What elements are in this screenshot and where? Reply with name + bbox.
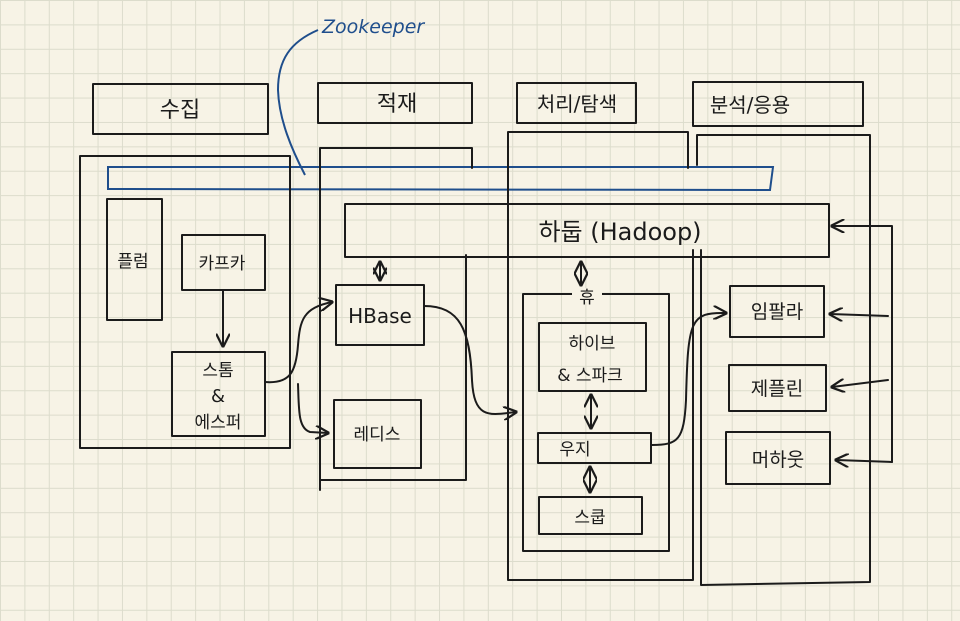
hadoop-box [344,203,830,258]
redis-label: 레디스 [354,425,401,445]
feedback-loop [835,225,893,463]
hadoop-label: 하둡 (Hadoop) [538,218,701,246]
storm-to-redis-arrow [297,383,328,433]
zeppelin-label: 제플린 [751,378,803,400]
header-collect-box [92,83,269,135]
hue-label: 휴 [579,288,595,308]
to-impala-arrow [830,314,889,316]
storm-amp: & [211,386,225,407]
spark-label: & 스파크 [557,366,623,386]
oozie-box [537,432,652,464]
header-analyze: 분석/응용 [710,93,790,117]
header-process: 처리/탐색 [537,92,617,116]
esper-label: 에스퍼 [195,413,242,433]
oozie-label: 우지 [559,440,590,460]
zeppelin-box [728,364,827,412]
hbase-box [335,284,425,346]
storm-to-hbase-arrow [264,302,332,384]
oozie-to-impala-arrow [651,313,726,446]
kafka-label: 카프카 [199,254,246,274]
loop-to-mahout-arrow [836,460,893,462]
mahout-box [725,431,831,485]
flume-box [106,198,163,321]
zookeeper-curve [276,29,319,176]
process-column [507,131,694,581]
header-store-box [317,82,473,124]
impala-box [729,285,825,338]
zookeeper-bar [107,166,775,192]
sqoop-label: 스쿱 [574,508,605,528]
hive-label: 하이브 [569,334,616,354]
to-zeppelin-arrow [832,380,889,387]
hbase-label: HBase [348,304,412,328]
header-analyze-box [692,81,864,127]
storm-label: 스톰 [202,361,233,381]
header-store: 적재 [377,92,417,117]
redis-box [333,399,422,469]
analyze-column [696,134,871,586]
hbase-to-hue-arrow [423,305,516,414]
hive-spark-box [538,322,647,392]
kafka-box [181,234,266,291]
hue-label-bg [572,288,602,302]
flume-label: 플럼 [117,252,148,272]
sqoop-box [538,496,643,535]
zookeeper-label: Zookeeper [321,16,425,38]
mahout-label: 머하웃 [752,449,804,471]
impala-label: 임팔라 [751,301,803,323]
collect-column [79,155,291,449]
storm-esper-box [171,351,266,437]
header-collect: 수집 [160,98,200,123]
header-process-box [516,82,637,124]
